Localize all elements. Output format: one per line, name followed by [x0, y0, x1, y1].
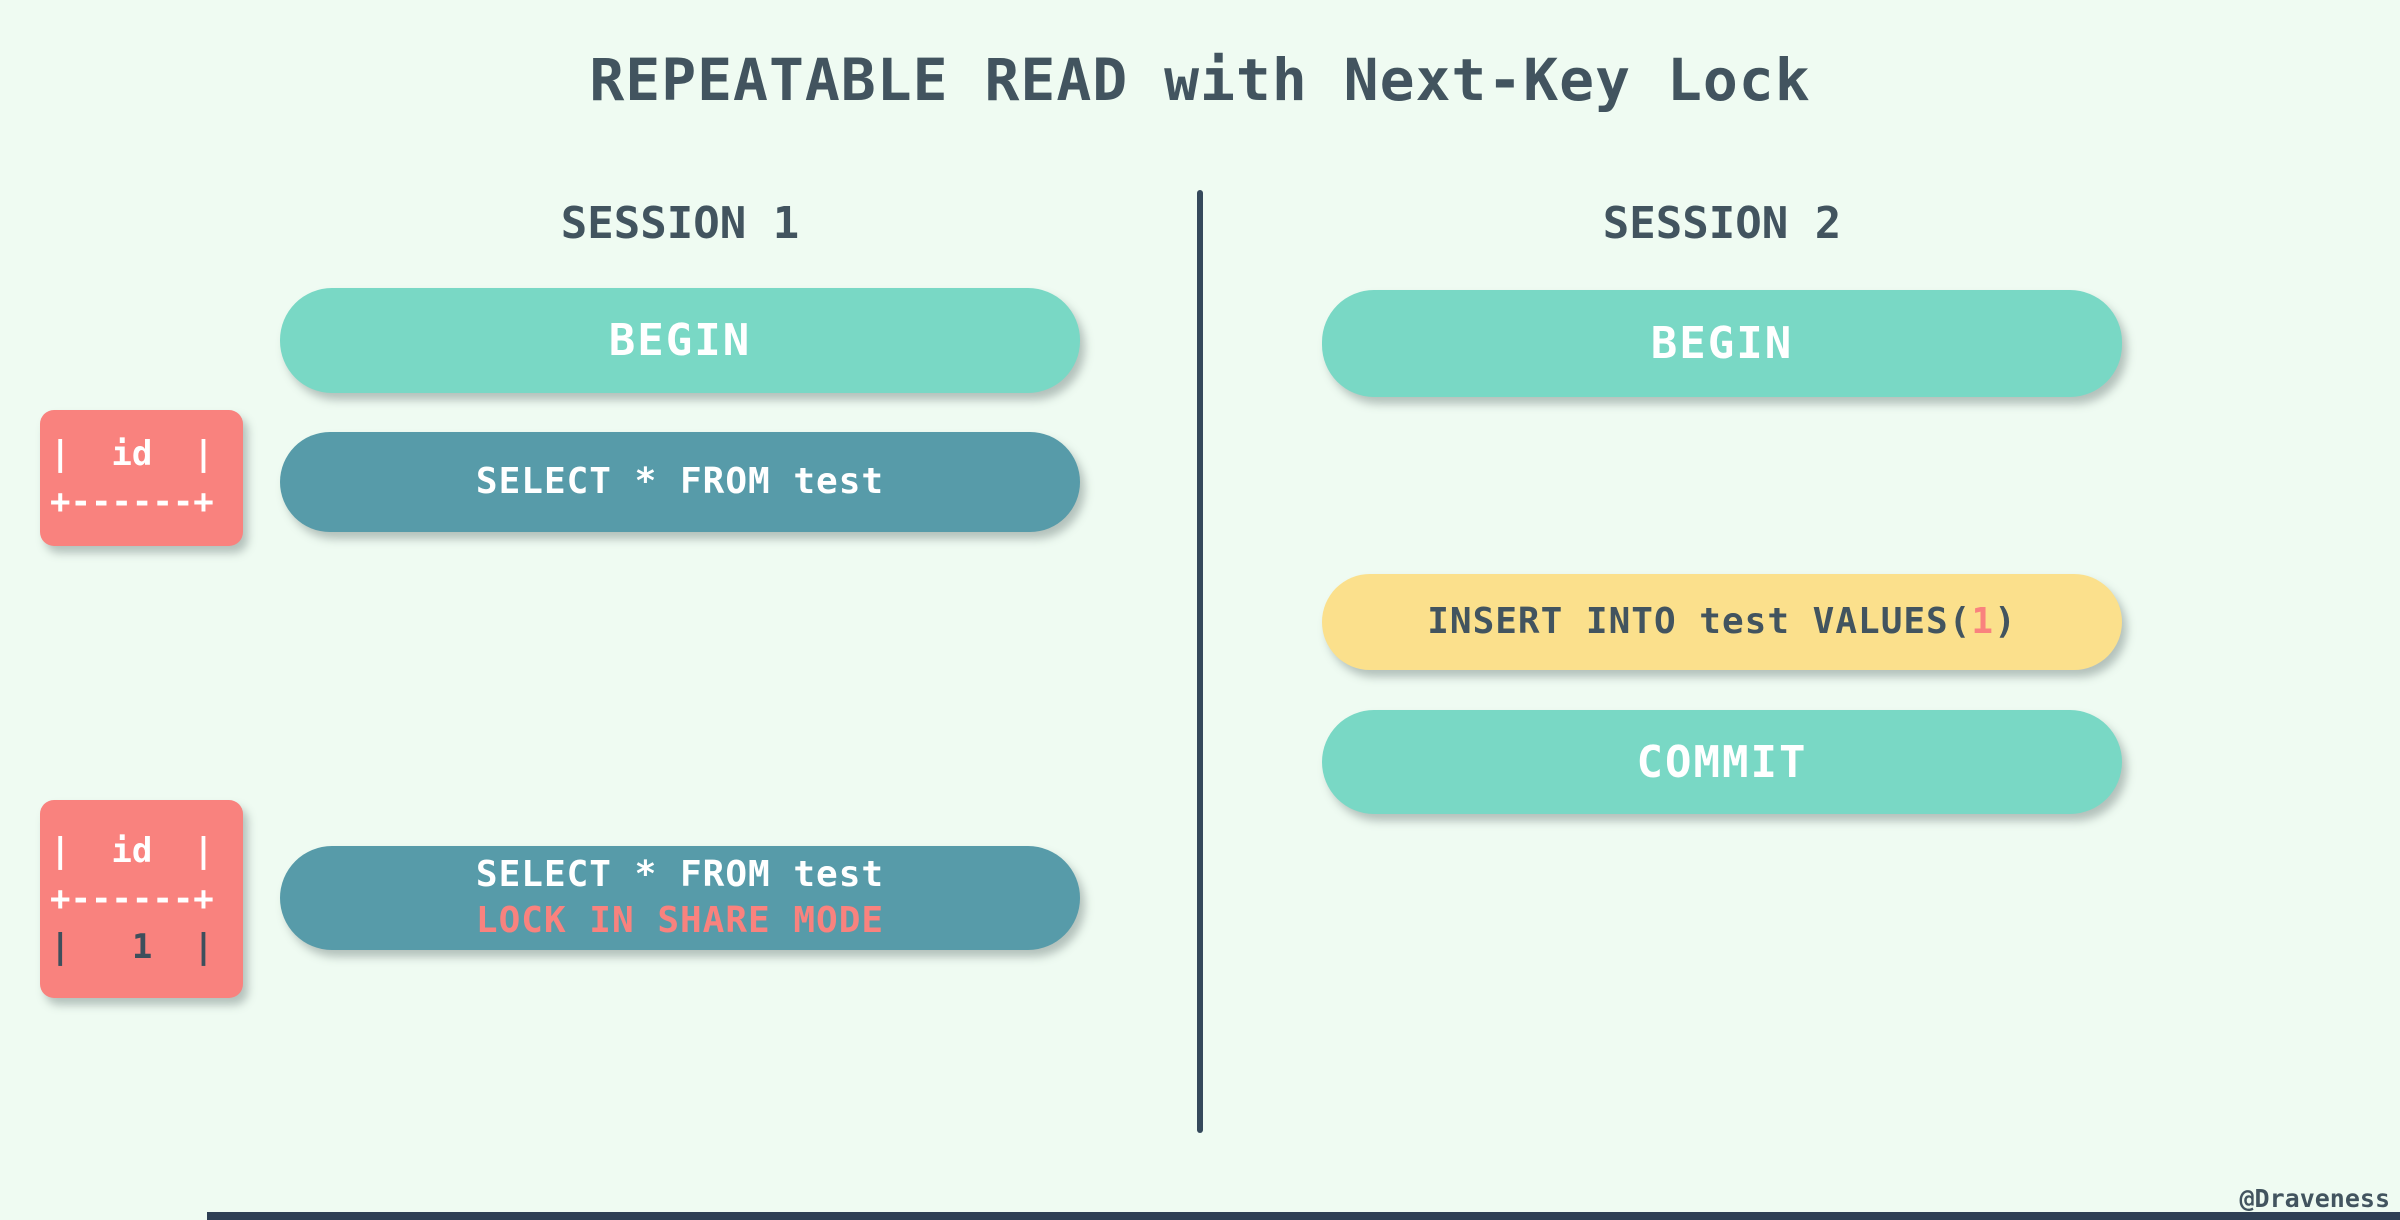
- result-table-empty: | id | +------+: [40, 410, 243, 546]
- statement-label-line2-lock-in-share-mode: LOCK IN SHARE MODE: [475, 900, 885, 941]
- author-credit: @Draveness: [2239, 1184, 2390, 1213]
- result-separator-row: +------+: [50, 879, 214, 919]
- session-1-header: SESSION 1: [560, 198, 800, 249]
- diagram-title: REPEATABLE READ with Next-Key Lock: [589, 46, 1811, 114]
- statement-label: COMMIT: [1636, 736, 1808, 788]
- insert-prefix-text: INSERT INTO test VALUES(: [1427, 601, 1972, 642]
- session2-insert-statement: INSERT INTO test VALUES(1): [1322, 574, 2122, 670]
- bottom-edge-bar: [207, 1212, 2400, 1220]
- insert-suffix-text: ): [1994, 601, 2017, 642]
- statement-label: BEGIN: [1650, 318, 1794, 369]
- result-header-row: | id |: [50, 831, 214, 871]
- session1-begin-statement: BEGIN: [280, 288, 1080, 393]
- session-divider-line: [1197, 190, 1203, 1133]
- statement-label: SELECT * FROM test: [475, 461, 885, 502]
- insert-value-highlight: 1: [1971, 601, 1995, 642]
- result-separator-row: +------+: [50, 482, 214, 522]
- result-header-row: | id |: [50, 434, 214, 474]
- statement-label: INSERT INTO test VALUES(1): [1427, 599, 2017, 645]
- statement-label: BEGIN: [608, 315, 752, 366]
- session1-select-lock-statement: SELECT * FROM test LOCK IN SHARE MODE: [280, 846, 1080, 950]
- result-value-row: | 1 |: [50, 927, 214, 967]
- statement-label-line1: SELECT * FROM test: [475, 854, 885, 895]
- session1-select-statement: SELECT * FROM test: [280, 432, 1080, 532]
- result-table-with-row: | id | +------+ | 1 |: [40, 800, 243, 998]
- session-2-header: SESSION 2: [1602, 198, 1842, 249]
- session2-commit-statement: COMMIT: [1322, 710, 2122, 814]
- session2-begin-statement: BEGIN: [1322, 290, 2122, 397]
